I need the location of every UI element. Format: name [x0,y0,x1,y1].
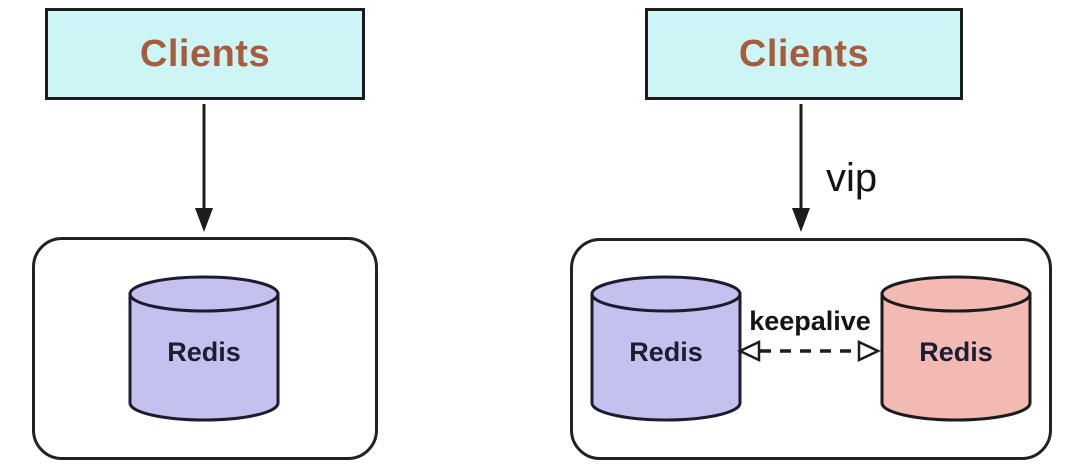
left-down-arrow-icon [195,104,213,232]
left-clients-box: Clients [45,8,365,100]
keepalive-label: keepalive [749,306,871,336]
left-redis-label: Redis [167,337,241,367]
right-clients-label: Clients [738,32,870,75]
right-down-arrow-icon [792,104,810,232]
right-redis-primary-label: Redis [629,337,703,367]
vip-label: vip [826,156,878,200]
right-redis-secondary-label: Redis [919,337,993,367]
right-clients-box: Clients [645,8,963,100]
left-clients-label: Clients [139,32,271,75]
